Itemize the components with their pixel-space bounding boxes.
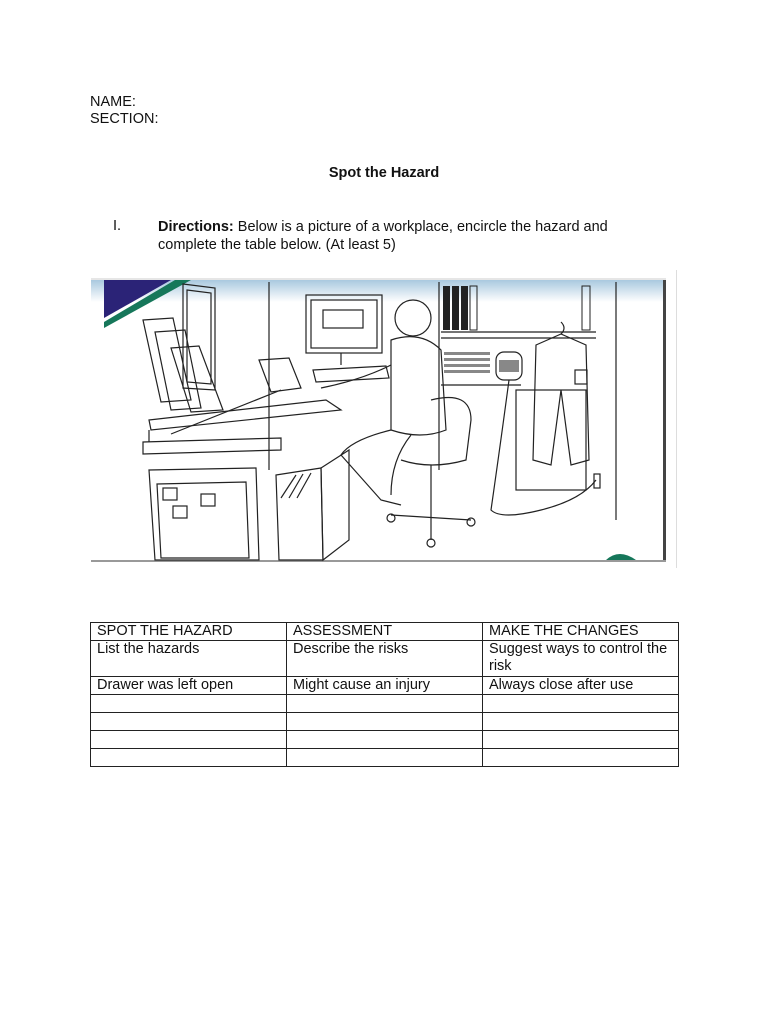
table-row <box>90 730 679 749</box>
hazard-table: SPOT THE HAZARD ASSESSMENT MAKE THE CHAN… <box>90 622 679 767</box>
table-cell[interactable] <box>90 748 287 767</box>
subheader-list-hazards: List the hazards <box>90 640 287 677</box>
title-text: Spot the Hazard <box>328 165 440 181</box>
table-cell[interactable] <box>286 712 483 731</box>
table-cell[interactable] <box>482 730 679 749</box>
table-cell[interactable]: Always close after use <box>482 676 679 695</box>
office-scene-icon <box>91 270 677 568</box>
table-cell[interactable] <box>286 730 483 749</box>
table-row <box>90 712 679 731</box>
table-cell[interactable] <box>482 694 679 713</box>
table-cell[interactable] <box>90 694 287 713</box>
table-cell[interactable]: Drawer was left open <box>90 676 287 695</box>
section-label: SECTION: <box>90 111 159 127</box>
list-numeral: I. <box>113 218 122 234</box>
subheader-describe-risks: Describe the risks <box>286 640 483 677</box>
table-cell[interactable] <box>482 748 679 767</box>
header-make-the-changes: MAKE THE CHANGES <box>482 622 679 641</box>
table-row <box>90 694 679 713</box>
table-cell[interactable] <box>286 694 483 713</box>
name-label: NAME: <box>90 94 136 110</box>
picture-edge <box>676 270 677 568</box>
table-cell[interactable] <box>90 730 287 749</box>
table-row: Drawer was left open Might cause an inju… <box>90 676 679 695</box>
directions-body: Below is a picture of a workplace, encir… <box>158 219 608 253</box>
page-title: Spot the Hazard <box>0 165 768 181</box>
table-cell[interactable] <box>286 748 483 767</box>
table-cell[interactable] <box>482 712 679 731</box>
directions-text: Directions: Below is a picture of a work… <box>158 218 658 254</box>
workplace-illustration <box>91 270 677 568</box>
header-spot-the-hazard: SPOT THE HAZARD <box>90 622 287 641</box>
header-assessment: ASSESSMENT <box>286 622 483 641</box>
directions-label: Directions: <box>158 219 234 235</box>
subheader-suggest-ways: Suggest ways to control the risk <box>482 640 679 677</box>
table-subheader-row: List the hazards Describe the risks Sugg… <box>90 640 679 677</box>
table-row <box>90 748 679 767</box>
table-cell[interactable] <box>90 712 287 731</box>
table-header-row: SPOT THE HAZARD ASSESSMENT MAKE THE CHAN… <box>90 622 679 641</box>
table-cell[interactable]: Might cause an injury <box>286 676 483 695</box>
